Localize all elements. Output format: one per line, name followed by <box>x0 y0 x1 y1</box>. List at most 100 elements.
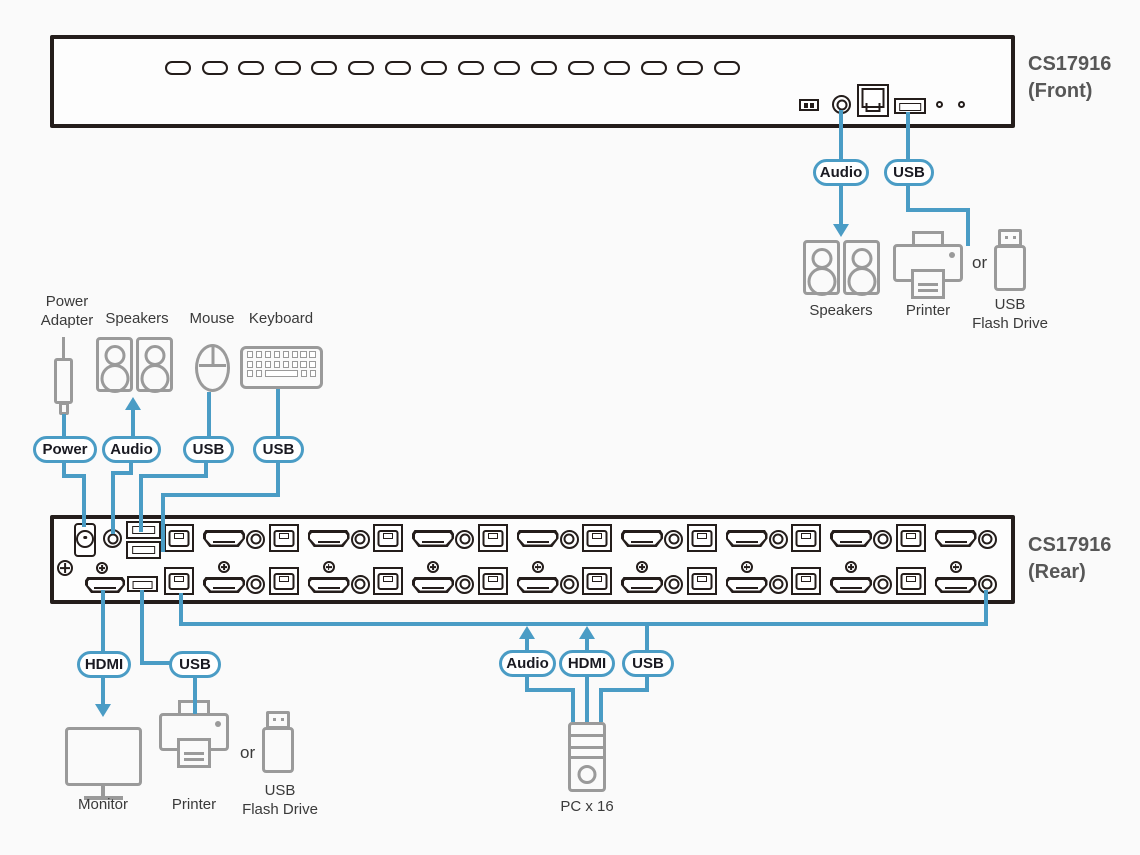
cpu-port-group <box>373 561 475 597</box>
cpu-port-group <box>791 524 893 560</box>
front-speakers-label: Speakers <box>809 302 873 319</box>
cpu-port-group <box>895 561 998 597</box>
keyboard-usb-pill-label: USB <box>262 441 295 458</box>
hdmi-port <box>725 530 768 547</box>
keyboard-key <box>309 370 316 377</box>
audio-jack-port <box>559 529 579 549</box>
usb-flash-drive-icon <box>994 229 1028 291</box>
cpu-port-group <box>686 524 789 560</box>
cpu-port-group <box>164 524 266 560</box>
led-indicator <box>936 101 943 108</box>
hdmi-port <box>412 530 454 547</box>
arrow-to-front-speakers <box>833 224 849 237</box>
front-panel-label: CS17916 (Front) <box>1028 51 1111 105</box>
keyboard-key <box>273 351 281 358</box>
usb-b-port <box>582 567 612 595</box>
front-model: CS17916 <box>1028 53 1112 75</box>
cable-usb-out <box>140 590 144 665</box>
cable-keyboard <box>276 389 280 437</box>
audio-jack-port <box>559 574 579 594</box>
front-audio-pill: Audio <box>813 159 869 186</box>
audio-jack-port <box>977 529 997 549</box>
keyboard-key <box>264 351 272 358</box>
port-pushbutton <box>604 61 631 75</box>
keyboard-key <box>264 360 272 368</box>
front-or-label: or <box>972 253 988 272</box>
power-adapter-icon <box>62 337 65 360</box>
audio-jack-port <box>246 529 265 549</box>
audio-jack-port <box>350 574 370 594</box>
port-pushbutton <box>714 61 740 75</box>
cable-keyboard-down <box>276 462 280 497</box>
port-pushbutton <box>274 61 301 75</box>
hdmi-port <box>516 577 559 593</box>
usb-b-port <box>477 524 508 552</box>
console-usb-a-port <box>126 541 161 559</box>
audio-jack-port <box>873 529 892 549</box>
cable-audio-down <box>129 462 133 473</box>
cpu-port-group <box>268 524 371 560</box>
power-adapter-body <box>54 358 73 404</box>
arrow-to-console-speakers <box>125 397 141 410</box>
keyboard-key <box>291 360 298 368</box>
hdmi-port <box>412 577 454 593</box>
port-pushbutton <box>677 61 704 75</box>
monitor-base <box>84 796 123 800</box>
rear-panel-label: CS17916 (Rear) <box>1028 532 1111 586</box>
usb-b-port <box>686 567 717 595</box>
pc-label: PC x 16 <box>560 798 614 815</box>
usb-b-port <box>164 567 194 595</box>
power-adapter-tip <box>59 402 69 415</box>
cable-keyboard-drop <box>161 493 165 552</box>
hdmi-port <box>934 530 977 547</box>
rj45-port <box>857 84 889 117</box>
printer-output <box>911 269 945 299</box>
cable-power-down <box>62 462 66 476</box>
hdmi-port <box>830 577 872 593</box>
keyboard-key <box>247 351 254 358</box>
pc-tower-icon <box>568 722 606 792</box>
cable-power <box>62 414 66 437</box>
cable-audio-drop <box>111 471 115 534</box>
pc-hdmi-pill-label: HDMI <box>567 655 607 672</box>
audio-jack-port <box>246 574 265 594</box>
cable-front-audio-down <box>839 186 843 226</box>
port-pushbutton <box>421 61 448 75</box>
screw-icon <box>740 561 753 573</box>
dip-switch-port <box>799 99 819 111</box>
port-pushbutton <box>494 61 521 75</box>
power-jack-port <box>74 523 96 557</box>
cable-mouse-drop <box>139 474 143 532</box>
keyboard-key <box>282 351 289 358</box>
usb-b-port <box>268 567 299 595</box>
cable-mouse-across <box>139 474 208 478</box>
keyboard-key <box>247 360 254 368</box>
monitor-stand <box>101 786 105 796</box>
speaker-icon <box>136 337 173 392</box>
rear-view: (Rear) <box>1028 561 1086 583</box>
port-selection-pushbuttons <box>165 61 765 75</box>
cpu-port-group <box>477 524 580 560</box>
cable-kvm-left <box>179 593 183 626</box>
printer-dot <box>949 252 955 258</box>
keyboard-icon <box>240 346 323 389</box>
keyboard-key <box>300 370 308 377</box>
pc-audio-pill-label: Audio <box>506 655 549 672</box>
screw-icon <box>845 561 857 573</box>
usb-flash-drive-icon <box>262 711 296 773</box>
screw-icon <box>531 561 544 573</box>
port-pushbutton <box>201 61 228 75</box>
audio-jack-port <box>455 574 474 594</box>
port-pushbutton <box>348 61 374 75</box>
rear-flash-label: USB Flash Drive <box>242 782 318 818</box>
arrow-pc-audio <box>519 626 535 639</box>
cable-keyboard-across <box>161 493 280 497</box>
usb-b-port <box>268 524 299 552</box>
printer-dot <box>215 721 221 727</box>
cable-front-audio <box>839 110 843 160</box>
cable-pc-hdmi <box>585 637 589 651</box>
monitor-icon <box>65 727 142 786</box>
arrow-to-monitor <box>95 704 111 717</box>
hdmi-pill: HDMI <box>77 651 131 678</box>
cable-hdmi-down <box>101 678 105 706</box>
